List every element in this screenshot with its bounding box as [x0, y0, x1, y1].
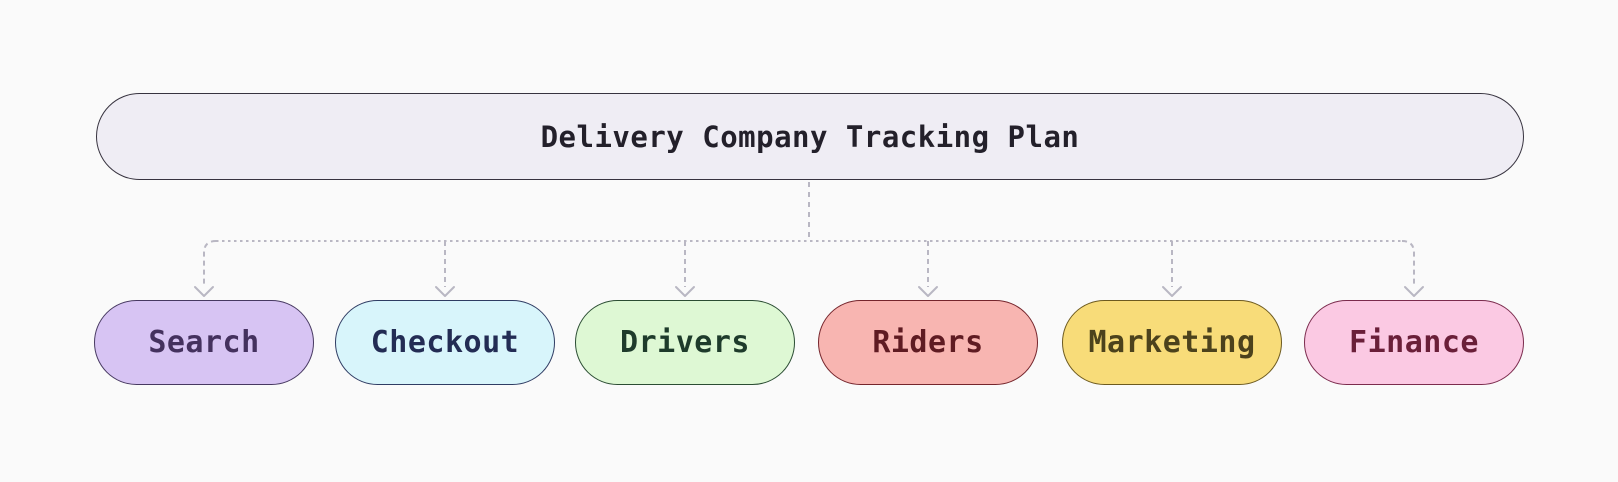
node-label: Drivers [620, 325, 750, 360]
node-label: Riders [872, 325, 984, 360]
node-checkout: Checkout [335, 300, 555, 385]
arrowhead-down-icon [194, 286, 214, 297]
arrowhead-down-icon [918, 286, 938, 297]
node-drivers: Drivers [575, 300, 795, 385]
connector-branch-search [203, 240, 217, 287]
arrowhead-down-icon [675, 286, 695, 297]
node-label: Finance [1349, 325, 1479, 360]
arrowhead-down-icon [1404, 286, 1424, 297]
node-label: Search [148, 325, 260, 360]
node-finance: Finance [1304, 300, 1524, 385]
title-node-label: Delivery Company Tracking Plan [540, 119, 1080, 154]
title-node: Delivery Company Tracking Plan [96, 93, 1524, 180]
node-riders: Riders [818, 300, 1038, 385]
arrowhead-down-icon [435, 286, 455, 297]
node-search: Search [94, 300, 314, 385]
connector-branch-finance [1401, 240, 1415, 287]
node-marketing: Marketing [1062, 300, 1282, 385]
node-label: Checkout [370, 325, 520, 360]
node-label: Marketing [1088, 325, 1256, 360]
arrowhead-down-icon [1162, 286, 1182, 297]
